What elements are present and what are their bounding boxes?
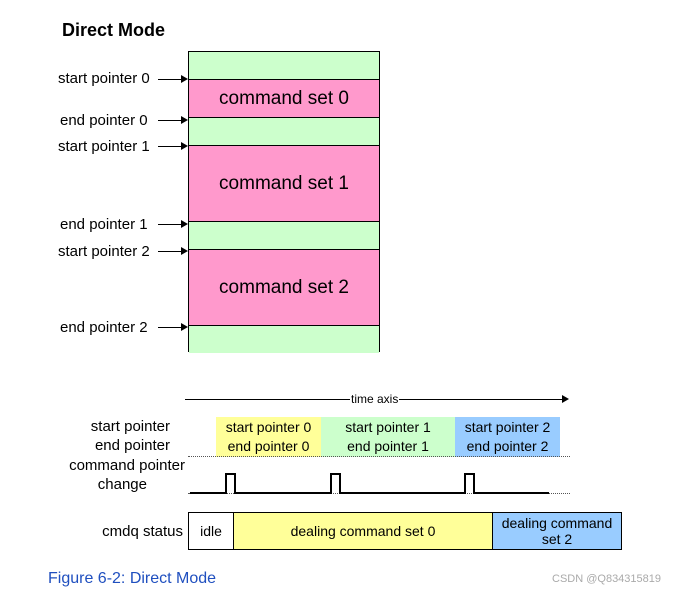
pointer-label-end-0: end pointer 0: [60, 112, 148, 129]
pointer-arrow-end-2: [158, 327, 182, 328]
arrowhead-icon: [181, 75, 188, 83]
buffer-gap-3: [189, 326, 379, 353]
status-dealing-set-0-box: dealing command set 0: [234, 512, 493, 550]
row-label-change-line2: change: [97, 476, 147, 493]
watermark-text: CSDN @Q834315819: [552, 573, 662, 585]
guide-line-pointer: [188, 456, 570, 457]
pointer-band-1-line2: end pointer 1: [347, 438, 429, 454]
command-buffer-stack: command set 0 command set 1 command set …: [188, 51, 380, 353]
arrowhead-icon: [181, 142, 188, 150]
buffer-gap-0: [189, 52, 379, 80]
arrowhead-icon: [181, 220, 188, 228]
pointer-arrow-end-1: [158, 224, 182, 225]
pointer-arrow-start-1: [158, 146, 182, 147]
command-set-2-block: command set 2: [189, 250, 379, 326]
pointer-band-2: start pointer 2 end pointer 2: [455, 417, 560, 457]
pointer-label-start-0: start pointer 0: [58, 70, 150, 87]
arrowhead-icon: [181, 323, 188, 331]
pointer-label-start-2: start pointer 2: [58, 243, 150, 260]
buffer-gap-1: [189, 118, 379, 146]
status-idle-box: idle: [188, 512, 234, 550]
figure-caption: Figure 6-2: Direct Mode: [48, 570, 217, 587]
pointer-label-end-1: end pointer 1: [60, 216, 148, 233]
pointer-label-end-2: end pointer 2: [60, 319, 148, 336]
pointer-band-1-line1: start pointer 1: [345, 419, 431, 435]
diagram-title: Direct Mode: [62, 20, 166, 40]
pointer-band-0: start pointer 0 end pointer 0: [216, 417, 321, 457]
arrowhead-icon: [562, 395, 569, 403]
status-dealing-set-2-box: dealing command set 2: [493, 512, 622, 550]
pointer-band-2-line1: start pointer 2: [464, 419, 551, 435]
buffer-gap-2: [189, 222, 379, 250]
time-axis-label: time axis: [350, 392, 400, 406]
command-pointer-change-waveform: [190, 473, 549, 494]
row-label-pointer: start pointer end pointer: [60, 417, 170, 455]
pointer-band-0-line2: end pointer 0: [227, 438, 310, 454]
pulse-waveform-line: [190, 473, 549, 494]
pointer-band-0-line1: start pointer 0: [225, 419, 312, 435]
pointer-label-start-1: start pointer 1: [58, 138, 150, 155]
pointer-band-1: start pointer 1 end pointer 1: [321, 417, 455, 457]
row-label-status: cmdq status: [102, 523, 183, 540]
arrowhead-icon: [181, 247, 188, 255]
pointer-band-2-line2: end pointer 2: [466, 438, 549, 454]
row-label-pointer-line1: start pointer: [90, 418, 170, 435]
arrowhead-icon: [181, 116, 188, 124]
command-set-0-block: command set 0: [189, 80, 379, 118]
pointer-arrow-start-0: [158, 79, 182, 80]
pointer-arrow-end-0: [158, 120, 182, 121]
row-label-change-line1: command pointer: [69, 457, 185, 474]
pointer-arrow-start-2: [158, 251, 182, 252]
row-label-change: command pointer change: [50, 456, 185, 494]
command-set-1-block: command set 1: [189, 146, 379, 222]
row-label-pointer-line2: end pointer: [94, 437, 170, 454]
